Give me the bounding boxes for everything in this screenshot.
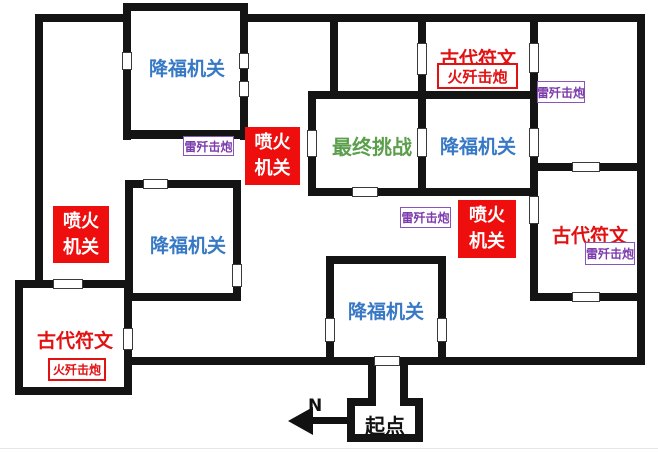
wall-outer-right (637, 14, 645, 365)
bottom-divider (0, 448, 658, 449)
door-marker (325, 318, 335, 342)
flame-trap-label-line2: 机关 (254, 158, 291, 179)
wall-start-left (347, 398, 355, 442)
wall-room-bl-bottom (15, 387, 132, 395)
wall-room-bc-top (326, 256, 446, 264)
room-label-start-point: 起点 (365, 414, 405, 438)
door-marker (53, 279, 83, 289)
door-marker (437, 318, 447, 342)
wall-room-bc-left (326, 256, 334, 365)
north-arrow-icon (288, 407, 313, 435)
wall-room-tl-right (240, 3, 248, 140)
room-label-blessing-mid-left: 降福机关 (149, 235, 226, 257)
door-marker (232, 264, 242, 287)
fire-cannon-marker-bottom-left: 火歼击炮 (48, 358, 106, 381)
wall-outer-bottom-right (400, 357, 645, 365)
wall-mid-vertical-b (530, 14, 538, 301)
wall-room-ml-left (125, 180, 133, 301)
door-marker (307, 130, 317, 157)
room-label-final-challenge: 最终挑战 (332, 135, 412, 159)
door-marker (122, 52, 132, 70)
door-marker (529, 128, 539, 157)
door-marker (143, 179, 168, 189)
flame-trap-label-line2: 机关 (63, 236, 99, 258)
wall-start-top-left (347, 398, 376, 406)
wall-final-bottom (308, 188, 538, 196)
room-label-runes-right: 古代符文 (551, 225, 628, 247)
thunder-cannon-marker-bottom-right: 雷歼击炮 (585, 242, 635, 265)
door-marker (417, 43, 427, 75)
door-marker (374, 356, 400, 366)
door-marker (239, 53, 249, 69)
door-marker (529, 196, 539, 224)
flame-trap-label-line1: 喷火 (469, 205, 505, 226)
flame-trap-top: 喷火 机关 (245, 127, 300, 185)
door-marker (572, 162, 600, 172)
room-label-blessing-center: 降福机关 (439, 136, 516, 158)
thunder-cannon-marker-top-right: 雷歼击炮 (537, 81, 585, 103)
door-marker (352, 187, 378, 197)
door-marker (572, 292, 600, 302)
wall-room-ml-top (125, 180, 241, 188)
wall-start-right (415, 398, 423, 442)
wall-corridor-left (368, 360, 376, 406)
wall-outer-top-right (240, 14, 645, 22)
wall-start-top-right (400, 398, 423, 406)
wall-room-tl-left (123, 3, 131, 140)
room-label-blessing-bottom: 降福机关 (347, 301, 424, 323)
wall-room-tl-bottom (123, 130, 248, 139)
wall-room-bc-right (438, 256, 446, 365)
fire-cannon-marker-top: 火歼击炮 (437, 63, 518, 89)
wall-start-bottom (347, 434, 423, 442)
door-marker (417, 128, 427, 157)
thunder-cannon-marker-left: 雷歼击炮 (183, 136, 234, 156)
wall-room-ml-right (233, 180, 241, 301)
door-marker (239, 81, 249, 97)
door-marker (529, 43, 539, 73)
flame-trap-center: 喷火 机关 (458, 200, 516, 258)
wall-corridor-right (400, 360, 408, 406)
wall-room-tl-top (123, 3, 248, 11)
flame-trap-left: 喷火 机关 (53, 206, 109, 263)
wall-room-bl-left (15, 280, 23, 395)
flame-trap-label-line1: 喷火 (63, 210, 99, 232)
door-marker (123, 328, 133, 350)
flame-trap-label-line1: 喷火 (254, 132, 291, 153)
wall-outer-top-left (35, 14, 130, 22)
wall-top-divider (330, 14, 338, 99)
north-arrow-tail (313, 417, 348, 424)
wall-mid-vertical-a (418, 14, 426, 195)
wall-room-ml-bottom (125, 293, 241, 301)
room-label-runes-bottom-left: 古代符文 (36, 330, 113, 352)
flame-trap-label-line2: 机关 (469, 231, 505, 252)
wall-outer-bottom-left (124, 357, 374, 365)
room-label-blessing-top-left: 降福机关 (148, 58, 225, 80)
wall-outer-left (35, 14, 43, 288)
thunder-cannon-marker-center: 雷歼击炮 (400, 207, 451, 228)
